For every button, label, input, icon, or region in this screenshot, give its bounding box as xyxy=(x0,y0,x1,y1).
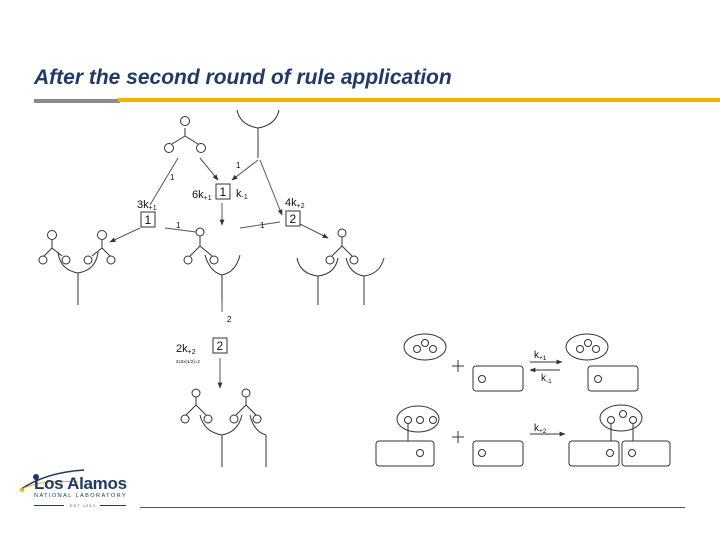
box-2-right xyxy=(285,210,301,227)
small-formula: 2x2x(1/2)=2 xyxy=(176,359,200,364)
edge-to-far-right xyxy=(299,223,329,239)
edge-label-2: 2 xyxy=(227,315,232,324)
logo-rule-right xyxy=(100,505,126,506)
reaction-scheme xyxy=(375,333,671,467)
box-1-left-label: 1 xyxy=(145,213,152,227)
receptor-box-4 xyxy=(472,440,524,467)
logo-subtitle: NATIONAL LABORATORY xyxy=(34,493,128,499)
box-1-left xyxy=(140,211,156,228)
title-rule-grey xyxy=(34,99,120,103)
logo-name: Los Alamos xyxy=(34,474,127,493)
logo-est: EST 1943 xyxy=(70,503,96,508)
box-2-right-label: 2 xyxy=(290,212,297,226)
complex-left xyxy=(38,230,116,305)
receptor-box-6 xyxy=(621,440,671,467)
logo-rule-left xyxy=(34,505,64,506)
edge-to-left xyxy=(109,227,141,243)
box-2-lower xyxy=(212,337,228,354)
edge-top-left xyxy=(149,157,179,206)
complex-lower xyxy=(180,388,267,467)
edge-label-1d: 1 xyxy=(260,221,265,230)
receptor-box-5 xyxy=(568,440,620,467)
rxn-label-km1: k-1 xyxy=(541,373,552,385)
edge-to-right xyxy=(259,159,283,216)
edge-label-1c: 1 xyxy=(176,221,181,230)
receptor-box-3 xyxy=(375,440,435,467)
edge-label-1a: 1 xyxy=(170,173,175,182)
molecule-top-left xyxy=(164,116,206,153)
footer-rule xyxy=(140,507,685,508)
rxn-label-kp1: k+1 xyxy=(534,350,547,362)
rxn-label-kp2: k+2 xyxy=(534,423,547,435)
rate-label-4k: 4k+2 xyxy=(285,197,305,210)
title-rule-gold xyxy=(118,98,720,102)
receptor-box-1 xyxy=(472,365,524,392)
los-alamos-logo-icon xyxy=(19,469,85,492)
edge-mid-left xyxy=(164,227,197,233)
edge-mid-right xyxy=(239,221,281,229)
complex-center xyxy=(183,227,241,300)
rate-label-2k: 2k+2 xyxy=(176,343,196,356)
complex-right xyxy=(296,228,385,305)
ligand-ellipse-2 xyxy=(565,333,609,361)
ligand-ellipse-3 xyxy=(396,405,440,433)
rate-label-6k: 6k+1 xyxy=(192,189,212,202)
receptor-box-2 xyxy=(587,365,639,392)
edge-top-mid xyxy=(199,157,219,181)
receptor-top-center xyxy=(236,109,280,158)
box-1-center-label: 1 xyxy=(220,185,227,199)
rate-label-3k: 3k+1 xyxy=(137,199,157,212)
rate-label-km1: k-1 xyxy=(236,188,248,201)
box-1-center xyxy=(215,183,231,200)
edge-label-1b: 1 xyxy=(236,161,241,170)
slide-title: After the second round of rule applicati… xyxy=(34,66,452,89)
edge-top-right xyxy=(231,159,259,181)
box-2-lower-label: 2 xyxy=(217,339,224,353)
